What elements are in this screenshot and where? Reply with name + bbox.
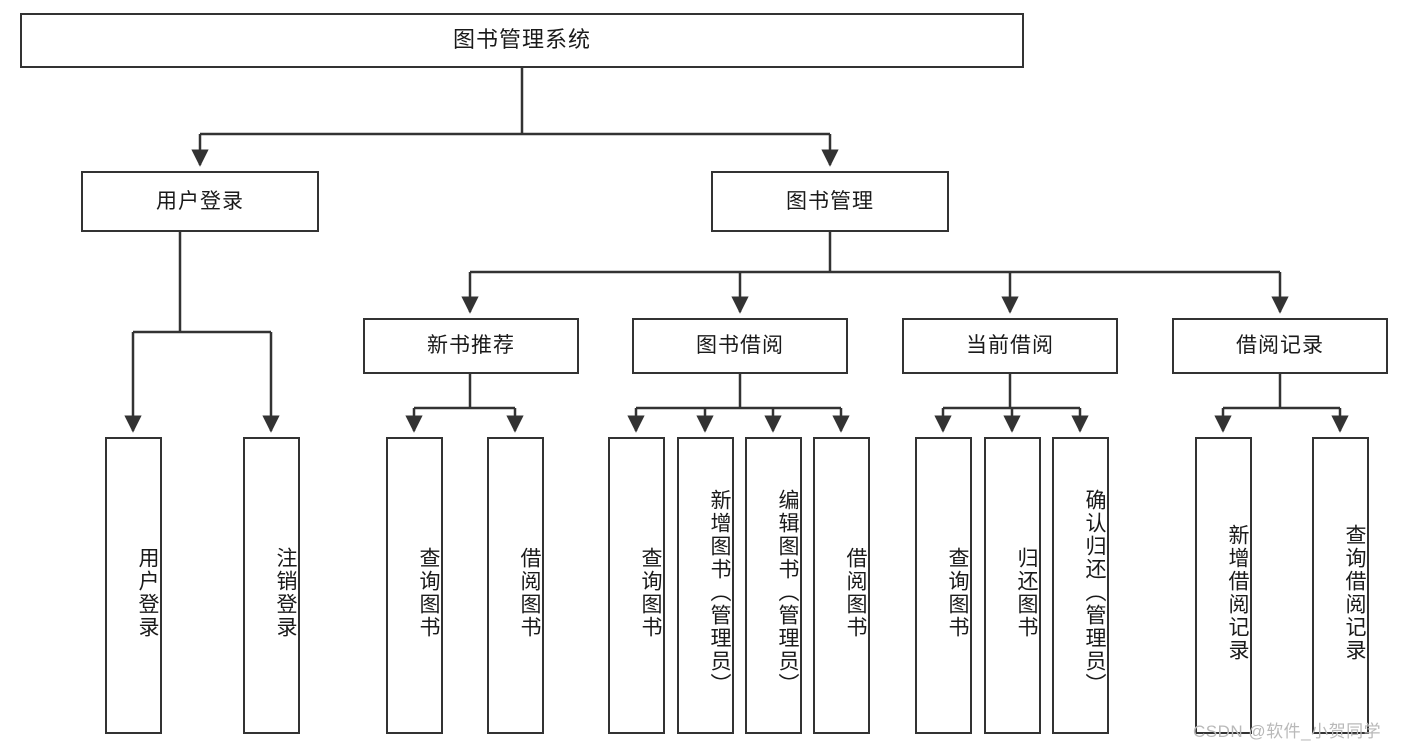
node-root[interactable]: 图书管理系统	[20, 13, 1024, 68]
node-leaf-query-book-1[interactable]: 查询图书	[386, 437, 443, 734]
node-borrow-record[interactable]: 借阅记录	[1172, 318, 1388, 374]
node-leaf-query-record[interactable]: 查询借阅记录	[1312, 437, 1369, 734]
node-leaf-user-logout[interactable]: 注销登录	[243, 437, 300, 734]
node-user-login[interactable]: 用户登录	[81, 171, 319, 232]
node-leaf-borrow-book-1[interactable]: 借阅图书	[487, 437, 544, 734]
node-leaf-borrow-book-2[interactable]: 借阅图书	[813, 437, 870, 734]
node-leaf-user-login[interactable]: 用户登录	[105, 437, 162, 734]
node-new-book-recommend[interactable]: 新书推荐	[363, 318, 579, 374]
node-leaf-edit-book[interactable]: 编辑图书（管理员）	[745, 437, 802, 734]
node-leaf-confirm-return[interactable]: 确认归还（管理员）	[1052, 437, 1109, 734]
csdn-watermark: CSDN @软件_小贺同学	[1193, 722, 1382, 741]
node-book-manage[interactable]: 图书管理	[711, 171, 949, 232]
node-current-borrow[interactable]: 当前借阅	[902, 318, 1118, 374]
node-leaf-add-book[interactable]: 新增图书（管理员）	[677, 437, 734, 734]
node-leaf-return-book[interactable]: 归还图书	[984, 437, 1041, 734]
node-leaf-query-book-2[interactable]: 查询图书	[608, 437, 665, 734]
node-leaf-add-record[interactable]: 新增借阅记录	[1195, 437, 1252, 734]
node-leaf-query-book-3[interactable]: 查询图书	[915, 437, 972, 734]
node-book-borrow[interactable]: 图书借阅	[632, 318, 848, 374]
